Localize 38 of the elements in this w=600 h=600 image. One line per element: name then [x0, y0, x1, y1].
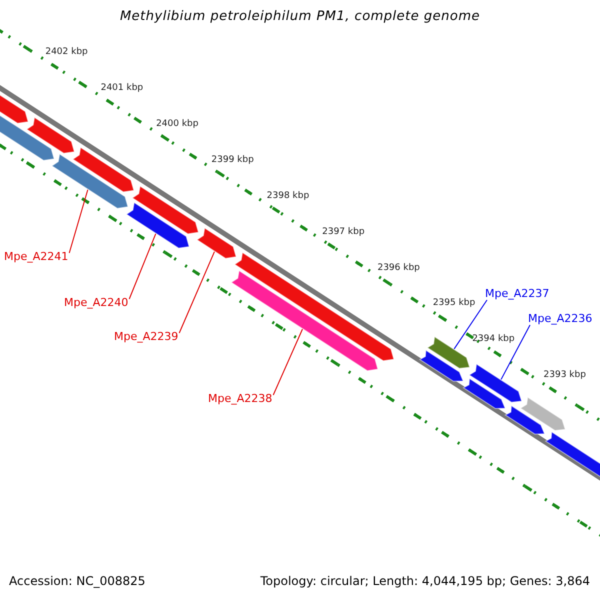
scale-label: 2399 kbp	[211, 154, 254, 165]
gene-block	[26, 116, 75, 154]
gene-block	[462, 378, 506, 409]
gene-block	[132, 185, 200, 234]
genome-summary: Topology: circular; Length: 4,044,195 bp; Genes: 3,864	[260, 574, 590, 588]
gene-label: Mpe_A2240	[64, 296, 128, 309]
leader-line	[272, 328, 303, 396]
leader-line	[454, 300, 488, 350]
leader-line	[500, 324, 530, 380]
gene-block	[520, 396, 566, 432]
leader-line	[178, 251, 215, 334]
scale-label: 2394 kbp	[472, 334, 515, 344]
gene-label: Mpe_A2241	[4, 250, 68, 263]
gene-label: Mpe_A2237	[485, 287, 550, 300]
scale-label: 2402 kbp	[45, 46, 88, 57]
scale-label: 2401 kbp	[100, 82, 144, 93]
scale-label: 2397 kbp	[322, 226, 365, 237]
gene-block	[126, 202, 190, 249]
gene-label: Mpe_A2238	[208, 392, 272, 405]
gene-block	[504, 404, 546, 435]
gene-block	[196, 227, 237, 259]
gene-block	[468, 363, 522, 403]
gene-label: Mpe_A2239	[114, 330, 178, 343]
gene-block	[230, 270, 378, 372]
gene-block	[426, 336, 470, 369]
scale-label: 2396 kbp	[377, 262, 420, 273]
gene-block	[418, 349, 464, 382]
leader-line	[68, 189, 88, 254]
scale-label: 2400 kbp	[156, 118, 198, 129]
gene-block	[72, 146, 134, 192]
accession-note: Accession: NC_008825	[9, 574, 146, 588]
leader-line	[128, 233, 156, 300]
title: Methylibium petroleiphilum PM1, complete genome	[118, 9, 482, 24]
scale-label: 2395 kbp	[432, 298, 476, 308]
gene-block	[51, 153, 129, 209]
gene-label: Mpe_A2236	[528, 312, 592, 325]
scale-label: 2393 kbp	[544, 370, 586, 380]
scale-label: 2398 kbp	[266, 190, 310, 201]
